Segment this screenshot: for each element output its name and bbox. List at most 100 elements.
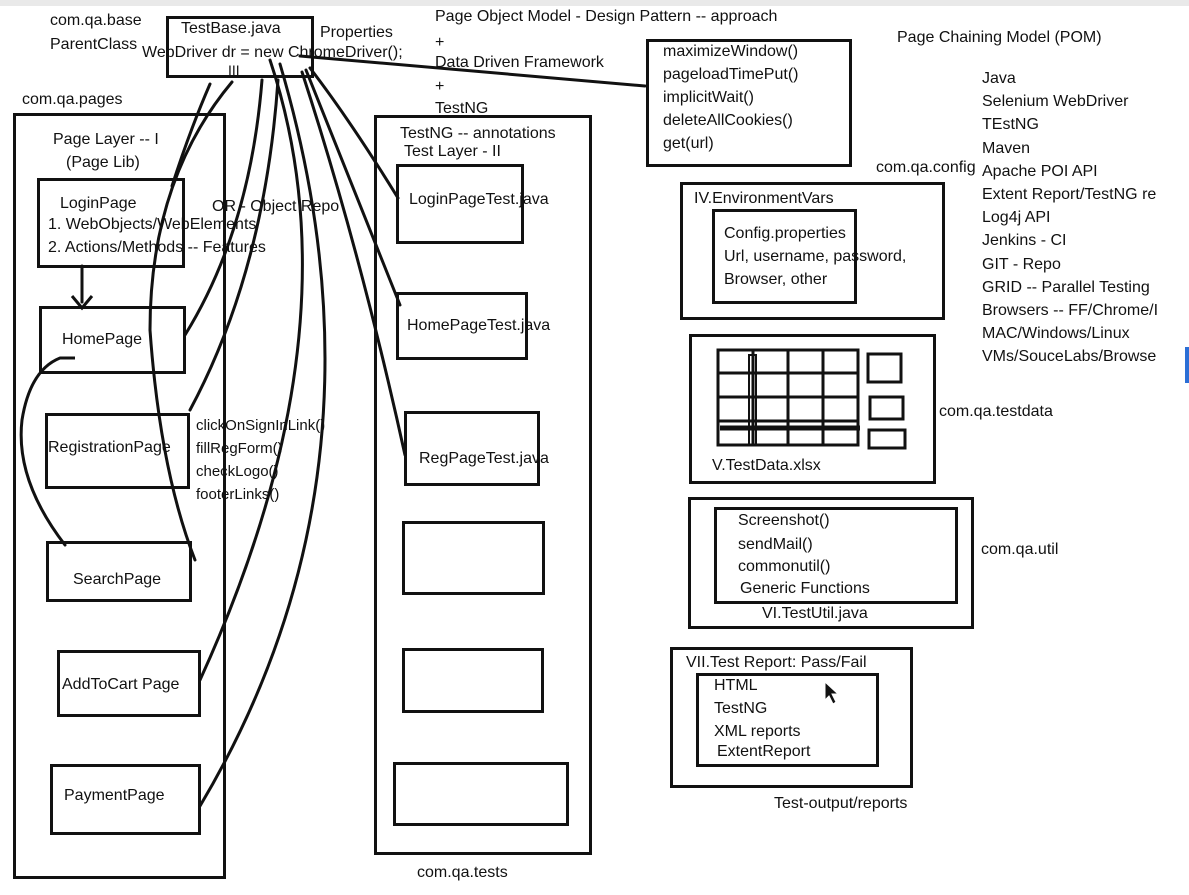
tool-selenium: Selenium WebDriver bbox=[982, 93, 1129, 110]
empty-test-box-3 bbox=[393, 762, 569, 826]
util-sendmail: sendMail() bbox=[738, 536, 813, 553]
connector-base-to-registration bbox=[188, 78, 280, 412]
config-properties-line3: Browser, other bbox=[724, 271, 828, 288]
tool-grid: GRID -- Parallel Testing bbox=[982, 279, 1150, 296]
paymentpage-box bbox=[50, 764, 201, 835]
connector-base-to-search bbox=[148, 80, 234, 562]
testdata-box bbox=[689, 334, 936, 484]
page-chaining-title: Page Chaining Model (POM) bbox=[897, 29, 1102, 46]
page-title: Page Object Model - Design Pattern -- ap… bbox=[435, 8, 778, 25]
loginpage-item-actions: 2. Actions/Methods -- Features bbox=[48, 239, 266, 256]
report-types-box bbox=[696, 673, 879, 767]
searchpage-box bbox=[46, 541, 192, 602]
paymentpage-label: PaymentPage bbox=[64, 787, 165, 804]
tool-browsers: Browsers -- FF/Chrome/I bbox=[982, 302, 1159, 319]
layer-number: III bbox=[228, 62, 240, 78]
addtocart-box bbox=[57, 650, 201, 717]
environment-vars-title: IV.EnvironmentVars bbox=[694, 190, 834, 207]
homepagetest-label: HomePageTest.java bbox=[407, 317, 551, 334]
testng-label: TestNG bbox=[435, 100, 489, 117]
testdata-label: V.TestData.xlsx bbox=[712, 457, 821, 474]
environment-vars-box bbox=[680, 182, 945, 320]
tool-maven: Maven bbox=[982, 140, 1031, 157]
testutil-box bbox=[688, 497, 974, 629]
connector-base-to-regtest bbox=[300, 70, 407, 457]
testbase-title: TestBase.java bbox=[181, 20, 281, 37]
tool-git: GIT - Repo bbox=[982, 256, 1061, 273]
config-properties-line2: Url, username, password, bbox=[724, 248, 907, 265]
homepagetest-box bbox=[396, 292, 528, 360]
tests-package-label: com.qa.tests bbox=[417, 864, 508, 881]
base-package-label: com.qa.base bbox=[50, 12, 142, 29]
regpagetest-label: RegPageTest.java bbox=[419, 450, 549, 467]
report-extent: ExtentReport bbox=[717, 743, 811, 760]
tool-apache-poi: Apache POI API bbox=[982, 163, 1098, 180]
method-maximize: maximizeWindow() bbox=[663, 43, 799, 60]
method-pageload: pageloadTimePut() bbox=[663, 66, 799, 83]
config-properties-box bbox=[712, 209, 857, 304]
searchpage-label: SearchPage bbox=[73, 571, 162, 588]
scroll-edge-indicator bbox=[1185, 347, 1189, 383]
util-commonutil: commonutil() bbox=[738, 558, 831, 575]
test-layer-subtitle: Test Layer - II bbox=[404, 143, 501, 160]
tool-os: MAC/Windows/Linux bbox=[982, 325, 1130, 342]
connector-base-to-hometest bbox=[304, 68, 402, 307]
browser-methods-box bbox=[646, 39, 852, 167]
connector-base-to-logintest bbox=[308, 66, 400, 200]
method-get: get(url) bbox=[663, 135, 714, 152]
method-implicitwait: implicitWait() bbox=[663, 89, 754, 106]
tool-vms: VMs/SouceLabs/Browse bbox=[982, 348, 1157, 365]
registrationpage-box bbox=[45, 413, 190, 489]
testutil-label: VI.TestUtil.java bbox=[762, 605, 868, 622]
homepage-box bbox=[39, 306, 186, 374]
config-properties-line1: Config.properties bbox=[724, 225, 846, 242]
plus-sign: + bbox=[435, 78, 445, 95]
connector-base-to-addtocart bbox=[198, 58, 304, 682]
test-layer-box bbox=[374, 115, 592, 855]
loginpage-title: LoginPage bbox=[60, 195, 137, 212]
tool-log4j: Log4j API bbox=[982, 209, 1051, 226]
pages-package-label: com.qa.pages bbox=[22, 91, 123, 108]
report-html: HTML bbox=[714, 677, 758, 694]
page-layer-subtitle: (Page Lib) bbox=[66, 154, 140, 171]
method-clicksignin: clickOnSignInLink() bbox=[196, 417, 326, 434]
tool-java: Java bbox=[982, 70, 1016, 87]
grid-column-highlight bbox=[748, 354, 757, 446]
connector-base-to-methods bbox=[298, 54, 647, 88]
homepage-label: HomePage bbox=[62, 331, 143, 348]
test-layer-title: TestNG -- annotations bbox=[400, 125, 556, 142]
object-repo-label: OR - Object Repo bbox=[212, 198, 340, 215]
page-layer-box bbox=[13, 113, 226, 879]
properties-label: Properties bbox=[320, 24, 393, 41]
page-layer-title: Page Layer -- I bbox=[53, 131, 159, 148]
empty-test-box-2 bbox=[402, 648, 544, 713]
util-screenshot: Screenshot() bbox=[738, 512, 830, 529]
method-checklogo: checkLogo() bbox=[196, 463, 279, 480]
data-driven-label: Data Driven Framework bbox=[435, 54, 604, 71]
util-package-label: com.qa.util bbox=[981, 541, 1059, 558]
addtocart-label: AddToCart Page bbox=[62, 676, 180, 693]
empty-test-box-1 bbox=[402, 521, 545, 595]
parent-class-label: ParentClass bbox=[50, 36, 138, 53]
mouse-cursor-icon bbox=[824, 680, 840, 705]
method-fillregform: fillRegForm() bbox=[196, 440, 283, 457]
util-generic-functions: Generic Functions bbox=[740, 580, 870, 597]
connector-base-to-home bbox=[183, 78, 264, 337]
tool-jenkins: Jenkins - CI bbox=[982, 232, 1067, 249]
test-output-label: Test-output/reports bbox=[774, 795, 908, 812]
registrationpage-label: RegistrationPage bbox=[48, 439, 171, 456]
config-package-label: com.qa.config bbox=[876, 159, 976, 176]
report-xml: XML reports bbox=[714, 723, 801, 740]
testbase-box bbox=[166, 16, 314, 78]
test-report-box bbox=[670, 647, 913, 788]
tool-testng: TEstNG bbox=[982, 116, 1039, 133]
loginpagetest-label: LoginPageTest.java bbox=[409, 191, 549, 208]
method-deletecookies: deleteAllCookies() bbox=[663, 112, 793, 129]
plus-sign: + bbox=[435, 34, 445, 51]
report-testng: TestNG bbox=[714, 700, 768, 717]
method-footerlinks: footerLinks() bbox=[196, 486, 280, 503]
testdata-package-label: com.qa.testdata bbox=[939, 403, 1053, 420]
regpagetest-box bbox=[404, 411, 540, 486]
top-band bbox=[0, 0, 1189, 6]
